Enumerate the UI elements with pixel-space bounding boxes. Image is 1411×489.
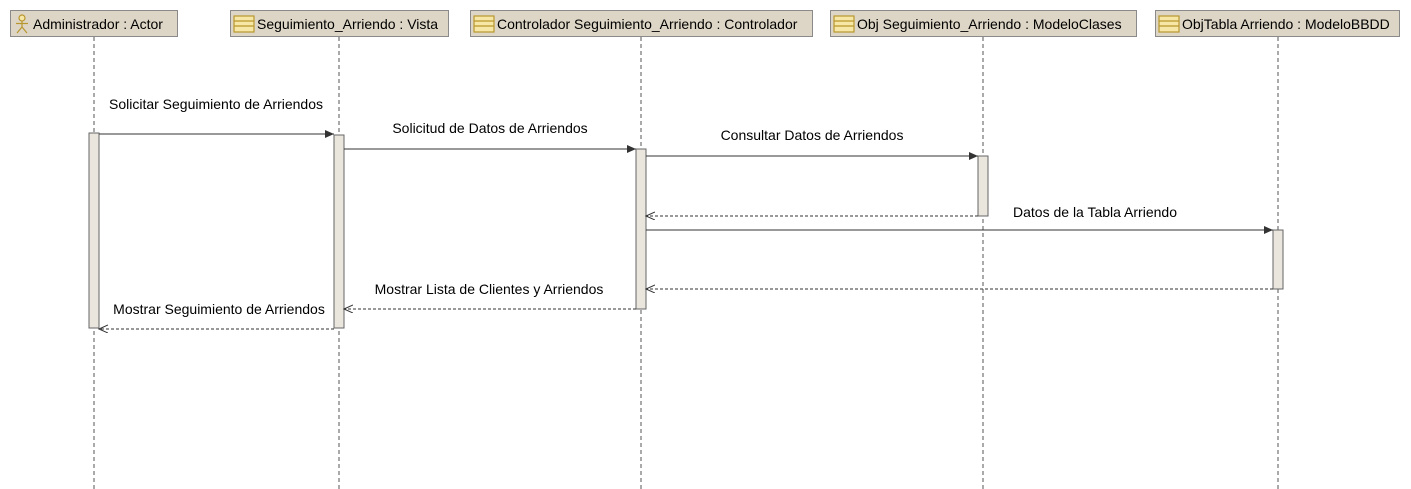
lifeline-header-ctrl[interactable]: Controlador Seguimiento_Arriendo : Contr… (470, 10, 813, 37)
lifeline-header-vista[interactable]: Seguimiento_Arriendo : Vista (230, 10, 449, 37)
class-icon (473, 14, 495, 34)
lifeline-label: Controlador Seguimiento_Arriendo : Contr… (497, 15, 798, 32)
lifeline-header-admin[interactable]: Administrador : Actor (10, 10, 178, 37)
class-icon (1158, 14, 1180, 34)
activation-bar-ctrl (635, 148, 647, 310)
message-label: Solicitud de Datos de Arriendos (392, 120, 588, 136)
message-label: Solicitar Seguimiento de Arriendos (108, 96, 324, 112)
lifeline-label: Administrador : Actor (33, 15, 163, 32)
lifeline-label: Obj Seguimiento_Arriendo : ModeloClases (857, 15, 1122, 32)
actor-icon (13, 13, 31, 34)
message-label: Consultar Datos de Arriendos (720, 127, 904, 143)
activation-bar-admin (88, 132, 100, 329)
lifeline-label: ObjTabla Arriendo : ModeloBBDD (1182, 15, 1390, 32)
message-label: Datos de la Tabla Arriendo (1013, 204, 1177, 220)
class-icon (233, 14, 255, 34)
lifeline-label: Seguimiento_Arriendo : Vista (257, 15, 439, 32)
lifeline-header-obj[interactable]: Obj Seguimiento_Arriendo : ModeloClases (830, 10, 1137, 37)
lifeline-header-tabla[interactable]: ObjTabla Arriendo : ModeloBBDD (1155, 10, 1400, 37)
message-label: Mostrar Lista de Clientes y Arriendos (374, 281, 604, 297)
activation-bar-obj (977, 155, 989, 217)
activation-bar-vista (333, 134, 345, 329)
class-icon (833, 14, 855, 34)
activation-bar-tabla (1272, 229, 1284, 290)
message-label: Mostrar Seguimiento de Arriendos (113, 301, 325, 317)
